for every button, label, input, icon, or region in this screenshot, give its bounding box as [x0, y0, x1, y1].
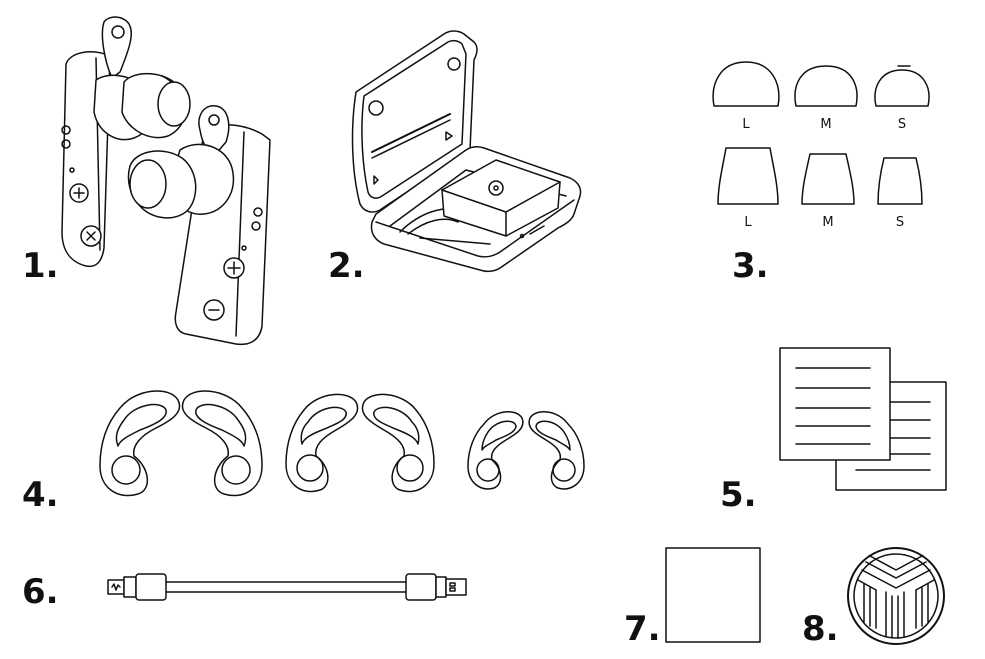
- ear-tips-icon: L M S L M S 3.: [712, 61, 930, 286]
- item-label: 5.: [720, 475, 757, 515]
- item-label: 8.: [802, 609, 839, 649]
- item-label: 2.: [328, 246, 365, 286]
- item-label: 3.: [732, 246, 769, 286]
- ear-wings-icon: 4.: [22, 390, 585, 515]
- tip-size-label: S: [896, 215, 904, 230]
- item-label: 7.: [624, 609, 661, 649]
- earbuds-icon: 1.: [22, 16, 271, 346]
- tip-size-label: S: [898, 117, 906, 132]
- tip-size-label: L: [744, 215, 752, 230]
- tip-size-label: M: [822, 215, 833, 230]
- documents-icon: 5.: [720, 347, 947, 515]
- usb-cable-icon: 6.: [22, 572, 467, 612]
- tip-size-label: L: [742, 117, 750, 132]
- item-label: 4.: [22, 475, 59, 515]
- tip-size-label: M: [820, 117, 831, 132]
- item-label: 6.: [22, 572, 59, 612]
- logo-icon: 8.: [802, 547, 945, 649]
- cloth-icon: 7.: [624, 547, 761, 649]
- charging-case-icon: 2.: [328, 30, 582, 286]
- item-label: 1.: [22, 246, 59, 286]
